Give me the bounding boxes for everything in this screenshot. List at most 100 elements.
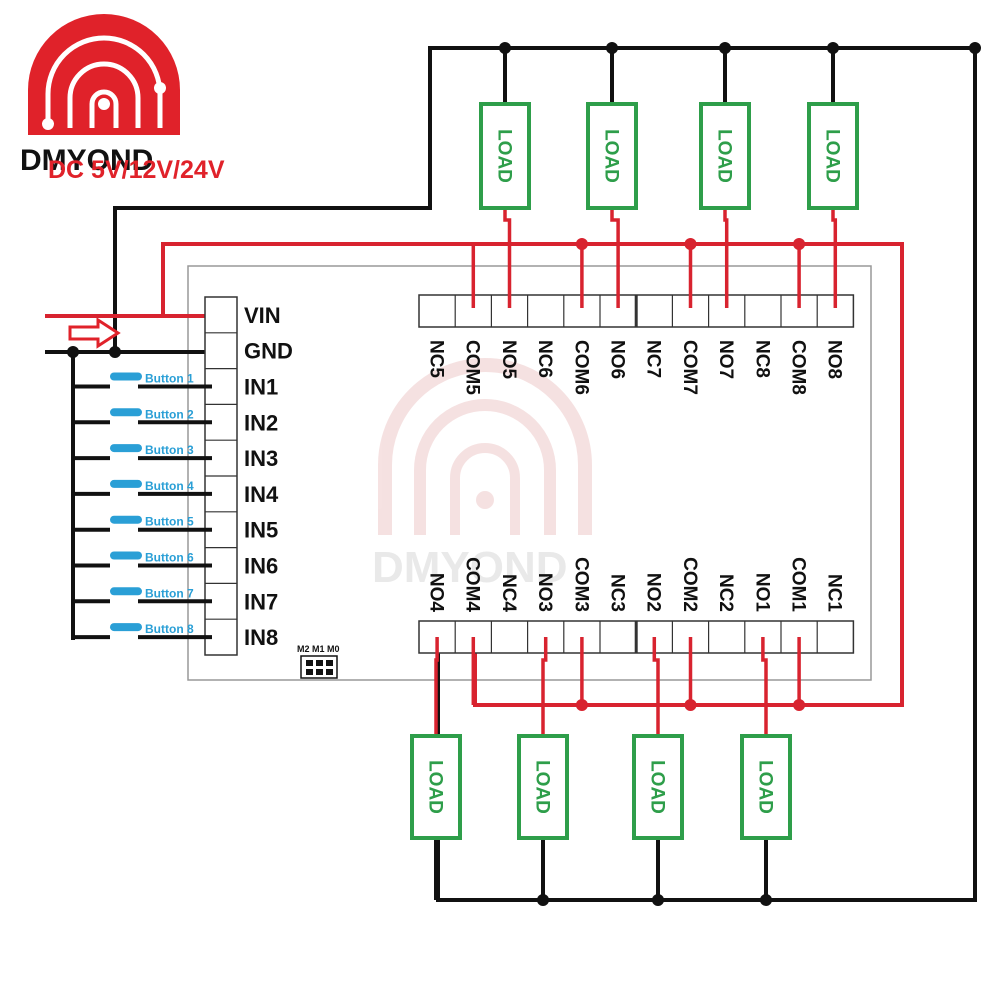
junction-dot (575, 238, 588, 250)
terminal-label-no1: NO1 (751, 573, 772, 613)
load-bottom-3: LOAD (632, 734, 684, 840)
push-button-icon (110, 551, 142, 560)
terminal-label-no6: NO6 (606, 340, 627, 379)
terminal-label-nc5: NC5 (425, 340, 446, 378)
pin-label-in2: IN2 (244, 410, 278, 435)
terminal-label-com3: COM3 (570, 557, 591, 612)
load-label: LOAD (646, 760, 667, 814)
button-label: Button 7 (145, 586, 194, 600)
push-button-icon (110, 444, 142, 453)
terminal-label-com5: COM5 (462, 340, 483, 395)
junction-dot (719, 42, 731, 54)
button-label: Button 5 (145, 515, 194, 529)
terminal-label-no4: NO4 (425, 573, 446, 613)
terminal-label-nc7: NC7 (643, 340, 664, 378)
junction-dot (537, 894, 549, 906)
mode-jumper: M2 M1 M0 (297, 644, 340, 679)
pin-label-in1: IN1 (244, 375, 278, 400)
watermark-text: DMYOND (372, 543, 568, 592)
pin-label-in8: IN8 (244, 625, 278, 650)
junction-dot (652, 894, 664, 906)
load-label: LOAD (600, 129, 621, 183)
terminal-label-com8: COM8 (787, 340, 808, 395)
junction-dot (67, 346, 79, 358)
no-wire (610, 208, 620, 308)
terminal-label-nc2: NC2 (715, 574, 736, 612)
push-button-icon (110, 515, 142, 524)
ground-feed-wire (113, 206, 430, 352)
load-label: LOAD (821, 129, 842, 183)
loads: LOAD LOAD LOAD LOAD LOAD LOAD LOAD LOAD (410, 48, 859, 900)
no-wire (831, 208, 838, 308)
relay-module-board (187, 265, 872, 681)
input-button-2: Button 2 (73, 407, 212, 425)
input-buttons: Button 1 Button 2 Button 3 Button 4 Button 5… (73, 372, 212, 640)
terminal-label-com7: COM7 (679, 340, 700, 395)
no-wire (503, 208, 512, 308)
load-bottom-4: LOAD (740, 734, 792, 840)
input-button-8: Button 8 (73, 622, 212, 640)
junction-dot (575, 699, 588, 711)
junction-dot (109, 346, 121, 358)
brand-logo: DMYOND (20, 14, 180, 177)
pin-label-in3: IN3 (244, 446, 278, 471)
pin-label-in4: IN4 (244, 482, 279, 507)
input-button-1: Button 1 (73, 372, 212, 389)
junction-dots (67, 42, 981, 906)
no-wire (761, 637, 768, 736)
input-button-7: Button 7 (73, 586, 212, 604)
input-button-3: Button 3 (73, 443, 212, 461)
pin-label-in6: IN6 (244, 554, 278, 579)
terminal-label-no7: NO7 (715, 340, 736, 379)
button-label: Button 3 (145, 443, 194, 457)
junction-dot (793, 238, 806, 250)
no-wire (652, 637, 660, 736)
button-label: Button 4 (145, 479, 194, 493)
junction-dot (793, 699, 806, 711)
terminal-label-com4: COM4 (462, 557, 483, 612)
load-label: LOAD (531, 760, 552, 814)
load-label: LOAD (713, 129, 734, 183)
junction-dot (827, 42, 839, 54)
pin-label-gnd: GND (244, 339, 293, 364)
load-top-4: LOAD (807, 102, 859, 210)
pin-label-in5: IN5 (244, 518, 278, 543)
junction-dot (606, 42, 618, 54)
terminal-label-com6: COM6 (570, 340, 591, 395)
load-label: LOAD (424, 760, 445, 814)
no-wire (434, 637, 439, 736)
button-label: Button 8 (145, 622, 194, 636)
terminal-label-no8: NO8 (824, 340, 845, 379)
brand-name: DMYOND (20, 144, 153, 177)
button-label: Button 2 (145, 407, 194, 421)
input-button-4: Button 4 (73, 479, 212, 496)
junction-dot (969, 42, 981, 54)
terminal-label-nc1: NC1 (824, 574, 845, 612)
push-button-icon (110, 408, 142, 417)
terminal-label-no3: NO3 (534, 573, 555, 612)
watermark-logo: DMYOND (372, 358, 592, 592)
junction-dot (684, 699, 697, 711)
push-button-icon (110, 372, 142, 381)
pin-label-vin: VIN (244, 303, 281, 328)
terminal-label-nc6: NC6 (534, 340, 555, 378)
load-top-1: LOAD (479, 102, 531, 210)
terminal-label-nc3: NC3 (606, 574, 627, 612)
junction-dot (499, 42, 511, 54)
junction-dot (760, 894, 772, 906)
button-label: Button 6 (145, 551, 194, 565)
button-label: Button 1 (145, 372, 194, 386)
load-bottom-2: LOAD (517, 734, 569, 840)
push-button-icon (110, 587, 142, 596)
input-arrow-icon (68, 317, 121, 349)
junction-dot (684, 238, 697, 250)
terminal-label-com2: COM2 (679, 557, 700, 612)
supply-voltage-label: DC 5V/12V/24V (48, 156, 225, 184)
terminal-label-no5: NO5 (498, 340, 519, 380)
terminal-label-com1: COM1 (787, 557, 808, 612)
no-wire (541, 637, 548, 736)
